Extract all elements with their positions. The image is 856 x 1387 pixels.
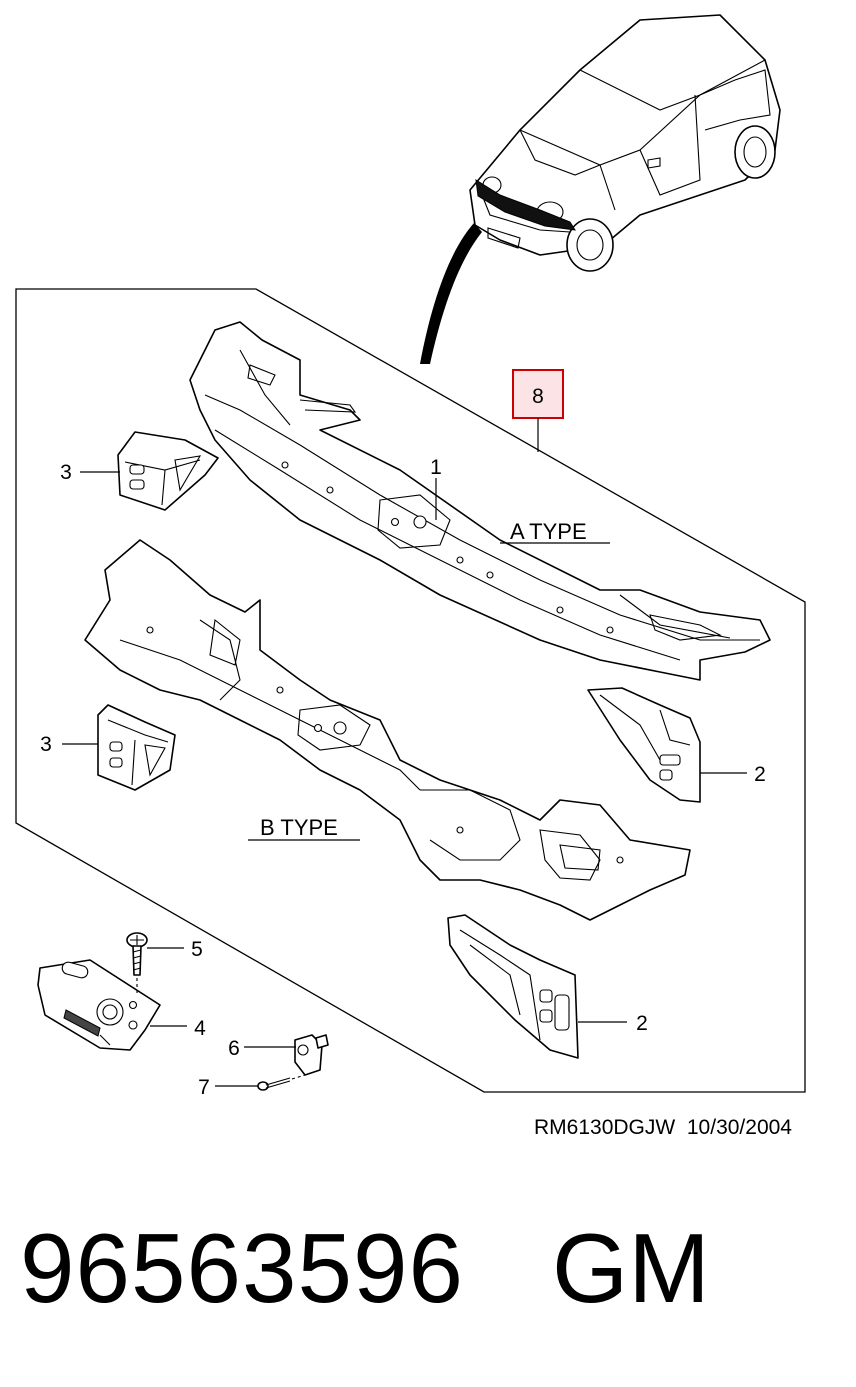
brand-name: GM <box>552 1213 710 1323</box>
drawing-reference: RM6130DGJW 10/30/2004 <box>534 1116 792 1140</box>
b-type-cowl-panel <box>84 539 691 921</box>
a-type-cowl-panel <box>189 321 771 681</box>
callout-3-lower: 3 <box>40 733 52 756</box>
callout-2-upper: 2 <box>754 763 766 786</box>
screw-7 <box>257 1074 306 1091</box>
callout-7: 7 <box>198 1076 210 1099</box>
callout-4: 4 <box>194 1017 206 1040</box>
clip-6 <box>294 1034 329 1076</box>
callout-2-lower: 2 <box>636 1012 648 1035</box>
screw-5 <box>126 932 148 995</box>
parts-outline-box <box>15 288 806 1093</box>
callout-5: 5 <box>191 938 203 961</box>
b-type-label: B TYPE <box>260 815 338 840</box>
bracket-3-upper <box>117 431 219 511</box>
callout-6: 6 <box>228 1037 240 1060</box>
callout-8: 8 <box>532 385 544 408</box>
bracket-3-lower <box>97 704 176 791</box>
drawing-date: 10/30/2004 <box>686 1116 792 1139</box>
plate-4 <box>37 959 161 1051</box>
drawing-code: RM6130DGJW <box>534 1116 676 1139</box>
part-number: 96563596 <box>20 1213 465 1323</box>
car-pointer-arrow <box>420 223 482 364</box>
callout-3-upper: 3 <box>60 461 72 484</box>
a-type-label: A TYPE <box>510 519 587 544</box>
car-illustration <box>469 14 781 272</box>
bracket-2-lower <box>447 914 579 1059</box>
callout-1: 1 <box>430 456 442 479</box>
bracket-2-upper <box>587 687 701 803</box>
